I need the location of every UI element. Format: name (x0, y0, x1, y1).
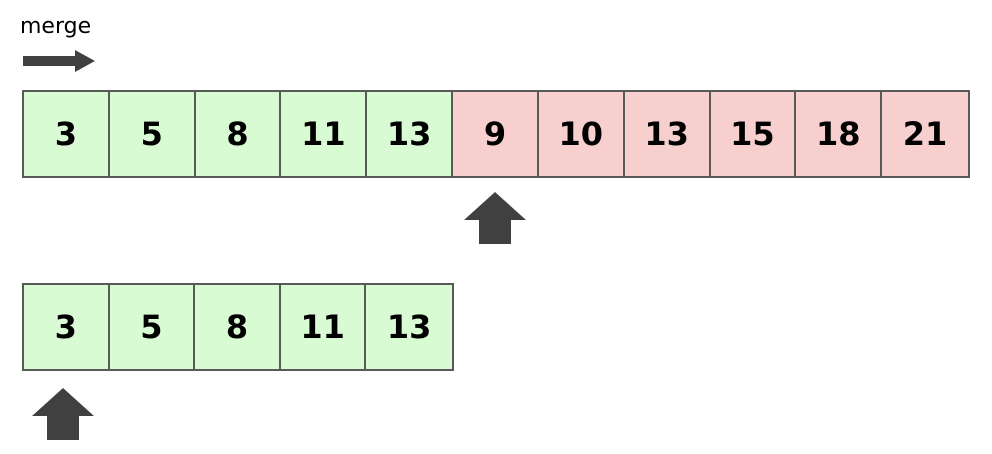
array-cell: 18 (796, 92, 883, 176)
array-cell: 9 (453, 92, 539, 176)
array-cell: 11 (280, 285, 367, 369)
top-array: 3 5 8 11 13 9 10 13 15 18 21 (22, 90, 970, 178)
arrow-right-icon (23, 50, 95, 72)
array-cell: 3 (24, 92, 110, 176)
array-cell: 10 (538, 92, 625, 176)
array-cell: 5 (109, 285, 196, 369)
array-cell: 5 (109, 92, 196, 176)
array-cell: 11 (281, 92, 368, 176)
arrow-up-icon (464, 192, 526, 244)
arrow-up-icon (32, 388, 94, 440)
merge-label: merge (20, 14, 92, 39)
array-cell: 8 (195, 92, 282, 176)
array-cell: 15 (710, 92, 797, 176)
array-cell: 8 (195, 285, 281, 369)
bottom-array: 3 5 8 11 13 (22, 283, 454, 371)
array-cell: 13 (624, 92, 711, 176)
array-cell: 21 (882, 92, 968, 176)
array-cell: 13 (366, 285, 452, 369)
array-cell: 13 (367, 92, 454, 176)
array-cell: 3 (24, 285, 110, 369)
